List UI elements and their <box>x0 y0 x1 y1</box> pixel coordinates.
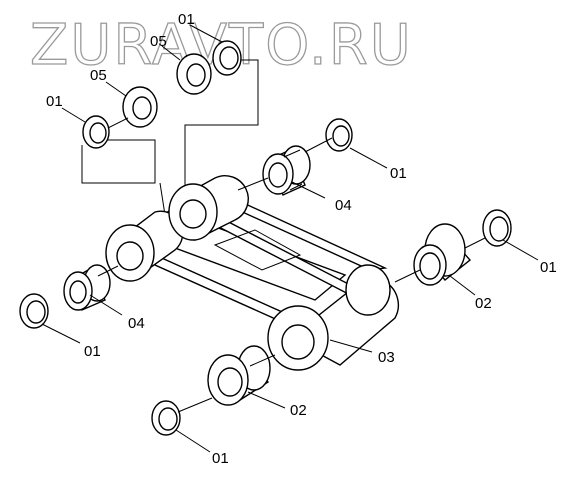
leader-lines <box>41 24 539 453</box>
label-01-right-mid: 01 <box>390 165 407 182</box>
seal-ring-01-left <box>82 115 110 149</box>
seal-ring-01-bottom <box>151 400 181 436</box>
label-04-left: 04 <box>128 315 145 332</box>
seal-ring-01-top <box>212 40 242 76</box>
seal-ring-01-right-mid <box>325 118 353 152</box>
shim-05-top <box>176 53 212 95</box>
flanged-bushing-02-right <box>413 223 472 286</box>
label-01-bottom: 01 <box>212 450 229 467</box>
label-04-right: 04 <box>335 197 352 214</box>
label-01-left-bottom: 01 <box>84 343 101 360</box>
label-03: 03 <box>378 349 395 366</box>
flanged-bushing-02-bottom <box>207 345 271 406</box>
label-05-left: 05 <box>90 67 107 84</box>
label-05-top: 05 <box>150 33 167 50</box>
label-01-far-right: 01 <box>540 259 557 276</box>
seal-ring-01-left-bottom <box>19 293 49 329</box>
leader-frame <box>81 59 259 216</box>
shim-05-left <box>122 86 158 128</box>
label-01-left: 01 <box>46 93 63 110</box>
bushing-04-left <box>63 264 111 311</box>
label-02-bottom: 02 <box>290 402 307 419</box>
label-01-top: 01 <box>178 11 195 28</box>
link-assembly <box>105 175 400 371</box>
seal-ring-01-far-right <box>482 209 512 247</box>
label-02-right: 02 <box>475 295 492 312</box>
